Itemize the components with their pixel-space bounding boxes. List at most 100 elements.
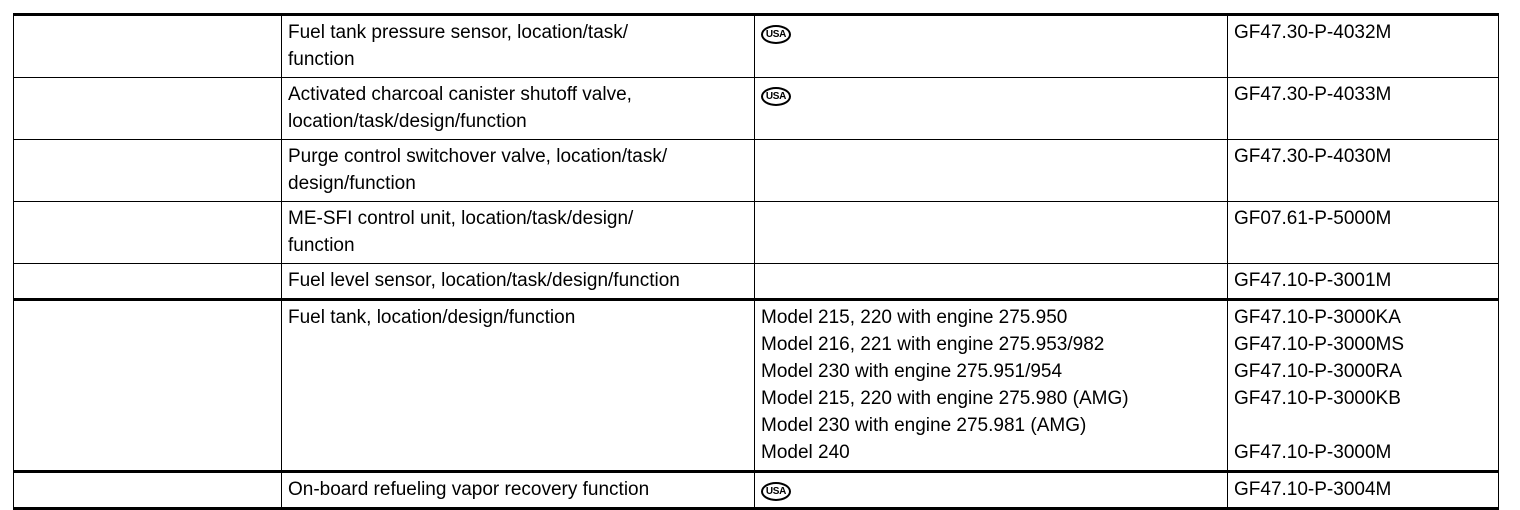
usa-badge-icon: USA (761, 24, 791, 44)
applicability-content (755, 202, 1227, 236)
cell-document-number: GF47.30-P-4033M (1227, 77, 1499, 140)
description-text: Fuel tank pressure sensor, location/task… (282, 16, 754, 77)
cell-description: On-board refueling vapor recovery functi… (281, 470, 755, 510)
usa-badge-icon: USA (761, 481, 791, 501)
model-line: Model 215, 220 with engine 275.980 (AMG) (761, 388, 1129, 409)
description-text: Fuel tank, location/design/function (282, 301, 754, 335)
cell-document-number: GF47.10-P-3001M (1227, 263, 1499, 300)
blank-content (14, 140, 281, 174)
description-line: Fuel tank, location/design/function (288, 307, 576, 328)
document-number[interactable]: GF47.10-P-3000KA (1234, 307, 1401, 328)
document-number[interactable]: GF47.10-P-3004M (1234, 479, 1392, 500)
cell-applicability: USA (754, 470, 1228, 510)
applicability-content: USA (755, 473, 1227, 507)
usa-badge-oval (761, 24, 791, 44)
cell-applicability: USA (754, 77, 1228, 140)
description-line: function (288, 49, 355, 70)
document-number-list: GF47.10-P-3004M (1228, 473, 1498, 507)
cell-document-number: GF47.30-P-4030M (1227, 139, 1499, 202)
document-number[interactable]: GF47.30-P-4033M (1234, 84, 1392, 105)
table-row: Fuel tank pressure sensor, location/task… (13, 14, 1499, 78)
document-number-list: GF47.30-P-4033M (1228, 78, 1498, 112)
cell-blank (13, 298, 282, 472)
blank-content (14, 78, 281, 112)
blank-content (14, 264, 281, 298)
description-text: ME-SFI control unit, location/task/desig… (282, 202, 754, 263)
usa-badge-icon: USA (761, 86, 791, 106)
cell-blank (13, 139, 282, 202)
description-line: ME-SFI control unit, location/task/desig… (288, 208, 634, 229)
model-line: Model 230 with engine 275.981 (AMG) (761, 415, 1087, 436)
cell-applicability (754, 201, 1228, 264)
model-line: Model 216, 221 with engine 275.953/982 (761, 334, 1105, 355)
table-row: Activated charcoal canister shutoff valv… (13, 77, 1499, 140)
document-number[interactable]: GF47.30-P-4030M (1234, 146, 1392, 167)
description-line: Fuel tank pressure sensor, location/task… (288, 22, 629, 43)
cell-blank (13, 14, 282, 78)
usa-badge-label: USA (765, 90, 787, 102)
cell-document-number: GF07.61-P-5000M (1227, 201, 1499, 264)
applicability-content: USA (755, 78, 1227, 112)
description-line: Fuel level sensor, location/task/design/… (288, 270, 680, 291)
document-number-list: GF47.10-P-3001M (1228, 264, 1498, 298)
description-line: design/function (288, 173, 416, 194)
model-line: Model 230 with engine 275.951/954 (761, 361, 1063, 382)
description-line: location/task/design/function (288, 111, 527, 132)
applicability-content (755, 264, 1227, 298)
description-line: function (288, 235, 355, 256)
table-row: ME-SFI control unit, location/task/desig… (13, 201, 1499, 264)
applicability-content (755, 140, 1227, 174)
cell-blank (13, 201, 282, 264)
reference-table: Fuel tank pressure sensor, location/task… (13, 13, 1499, 510)
table-row: On-board refueling vapor recovery functi… (13, 470, 1499, 510)
document-number[interactable]: GF47.10-P-3000KB (1234, 388, 1401, 409)
cell-applicability (754, 139, 1228, 202)
blank-content (14, 301, 281, 335)
document-number-list: GF47.30-P-4030M (1228, 140, 1498, 174)
document-number-list: GF47.10-P-3000KA GF47.10-P-3000MS GF47.10-… (1228, 301, 1498, 470)
cell-document-number: GF47.10-P-3000KA GF47.10-P-3000MS GF47.10-… (1227, 298, 1499, 472)
applicability-content: USA (755, 16, 1227, 50)
model-line: Model 240 (761, 442, 850, 463)
cell-description: Fuel tank pressure sensor, location/task… (281, 14, 755, 78)
table-row: Fuel level sensor, location/task/design/… (13, 263, 1499, 300)
cell-description: Activated charcoal canister shutoff valv… (281, 77, 755, 140)
document-number-list: GF47.30-P-4032M (1228, 16, 1498, 50)
document-number-list: GF07.61-P-5000M (1228, 202, 1498, 236)
cell-description: Purge control switchover valve, location… (281, 139, 755, 202)
description-line: Purge control switchover valve, location… (288, 146, 668, 167)
cell-blank (13, 470, 282, 510)
cell-description: Fuel tank, location/design/function (281, 298, 755, 472)
blank-content (14, 202, 281, 236)
description-text: Purge control switchover valve, location… (282, 140, 754, 201)
cell-document-number: GF47.30-P-4032M (1227, 14, 1499, 78)
cell-blank (13, 77, 282, 140)
model-line: Model 215, 220 with engine 275.950 (761, 307, 1068, 328)
usa-badge-label: USA (765, 485, 787, 497)
document-number[interactable]: GF47.10-P-3000M (1234, 442, 1392, 463)
document-number[interactable]: GF47.10-P-3000MS (1234, 334, 1405, 355)
cell-description: Fuel level sensor, location/task/design/… (281, 263, 755, 300)
usa-badge-label: USA (765, 28, 787, 40)
description-line: On-board refueling vapor recovery functi… (288, 479, 650, 500)
document-number-spacer (1234, 412, 1493, 439)
description-text: Activated charcoal canister shutoff valv… (282, 78, 754, 139)
cell-document-number: GF47.10-P-3004M (1227, 470, 1499, 510)
document-number[interactable]: GF07.61-P-5000M (1234, 208, 1392, 229)
document-number[interactable]: GF47.30-P-4032M (1234, 22, 1392, 43)
description-line: Activated charcoal canister shutoff valv… (288, 84, 632, 105)
usa-badge-oval (761, 86, 791, 106)
cell-applicability: USA (754, 14, 1228, 78)
table-row: Purge control switchover valve, location… (13, 139, 1499, 202)
document-number[interactable]: GF47.10-P-3001M (1234, 270, 1392, 291)
blank-content (14, 473, 281, 507)
description-text: Fuel level sensor, location/task/design/… (282, 264, 754, 298)
document-number[interactable]: GF47.10-P-3000RA (1234, 361, 1402, 382)
cell-blank (13, 263, 282, 300)
cell-description: ME-SFI control unit, location/task/desig… (281, 201, 755, 264)
blank-content (14, 16, 281, 50)
